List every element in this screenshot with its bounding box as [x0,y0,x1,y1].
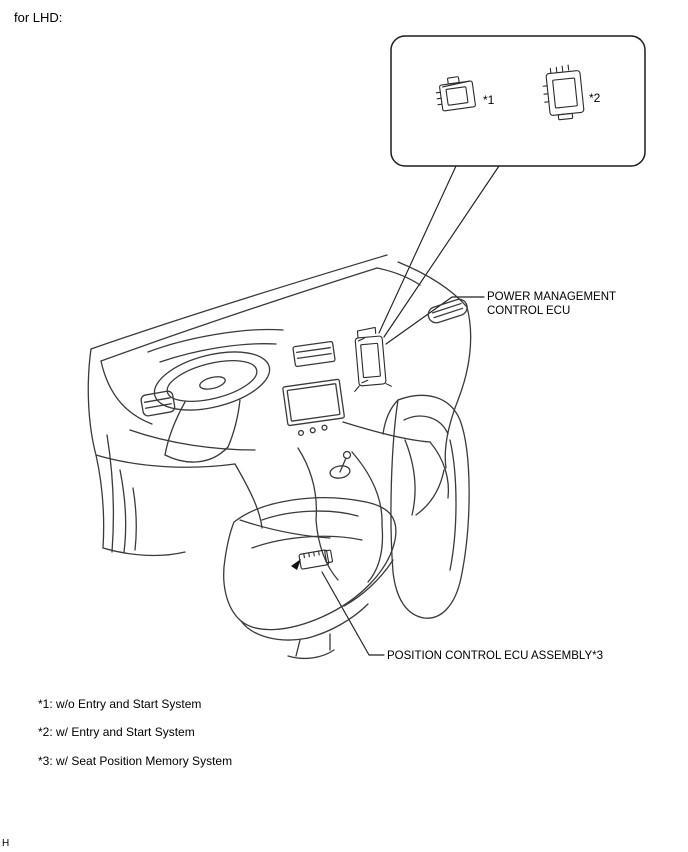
callout-box [390,35,646,167]
leader-lines [321,165,500,656]
ecu-part-2-icon [542,64,585,121]
center-console [239,447,384,583]
power-management-ecu-drawing [354,326,392,393]
position-control-ecu-drawing [291,549,333,570]
power-management-ecu-label-line1: POWER MANAGEMENT [487,291,617,303]
footnote-3: *3: w/ Seat Position Memory System [38,754,233,768]
footnote-2: *2: w/ Entry and Start System [38,725,195,739]
part-1-ref-label: *1 [483,93,495,107]
steering-wheel [153,351,271,463]
center-stack [282,340,345,437]
power-management-ecu-label: POWER MANAGEMENT CONTROL ECU [487,290,616,318]
dashboard-drawing [87,254,472,557]
variant-label: for LHD: [14,10,63,25]
ecu-part-1-icon [435,76,476,112]
position-control-ecu-label: POSITION CONTROL ECU ASSEMBLY*3 [387,650,603,662]
page-marker: H [2,838,10,849]
part-2-ref-label: *2 [589,91,601,105]
power-management-ecu-label-line2: CONTROL ECU [487,305,571,317]
seat-drawing [223,394,470,660]
footnote-1: *1: w/o Entry and Start System [38,697,202,711]
